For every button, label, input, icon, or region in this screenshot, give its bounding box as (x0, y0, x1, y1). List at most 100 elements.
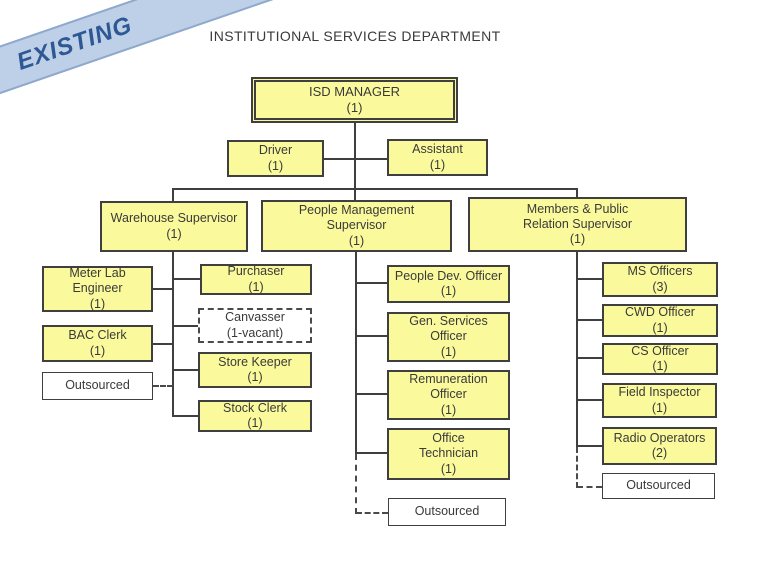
node-count: (1) (429, 157, 446, 172)
connector-line (153, 343, 173, 345)
node-title: Store Keeper (218, 354, 292, 369)
node-count: (1) (247, 370, 263, 384)
node-title: Members & Public (526, 201, 629, 216)
node-title: MS Officers (627, 264, 693, 279)
node-count: (1) (248, 279, 264, 294)
node-count: (1) (247, 416, 263, 430)
connector-line (576, 188, 578, 198)
org-node-people-management-supervisor: People Management Supervisor (1) (261, 200, 452, 252)
node-title: Supervisor (326, 218, 387, 233)
node-title: Outsourced (626, 478, 691, 493)
org-node-stock-clerk: Stock Clerk (1) (198, 400, 312, 432)
connector-line (174, 369, 198, 371)
org-node-assistant: Assistant (1) (387, 139, 488, 176)
connector-line (357, 393, 387, 395)
connector-line-dashed (576, 447, 578, 488)
node-title: Remuneration (409, 372, 488, 387)
connector-line (357, 335, 387, 337)
node-title: Outsourced (65, 378, 130, 393)
connector-line (354, 123, 356, 200)
node-title: Technician (418, 446, 479, 461)
node-count: (2) (651, 446, 668, 460)
node-count: (1) (652, 320, 668, 335)
connector-line (174, 415, 198, 417)
node-count: (1) (652, 359, 668, 373)
node-count: (1) (440, 402, 457, 417)
connector-line (578, 319, 602, 321)
org-node-people-dev-officer: People Dev. Officer (1) (387, 265, 510, 303)
node-title: Meter Lab (69, 266, 126, 281)
connector-line (324, 158, 387, 160)
org-node-cwd-officer: CWD Officer (1) (602, 304, 718, 337)
node-title: BAC Clerk (68, 328, 127, 343)
node-count: (1) (651, 400, 668, 415)
node-title: People Management (298, 203, 415, 218)
org-node-members-public-relation-supervisor: Members & Public Relation Supervisor (1) (468, 197, 687, 252)
org-node-canvasser-vacant: Canvasser (1-vacant) (198, 308, 312, 343)
existing-ribbon-label: EXISTING (13, 11, 136, 76)
node-count: (1) (89, 296, 106, 311)
connector-line (172, 188, 174, 202)
connector-line-dashed (153, 385, 173, 387)
org-node-remuneration-officer: Remuneration Officer (1) (387, 370, 510, 420)
page-title: INSTITUTIONAL SERVICES DEPARTMENT (209, 28, 501, 44)
node-count: (1) (348, 233, 365, 248)
node-title: CS Officer (631, 343, 689, 358)
org-node-ms-officers: MS Officers (3) (602, 262, 718, 297)
org-node-field-inspector: Field Inspector (1) (602, 383, 717, 418)
connector-line (578, 445, 602, 447)
node-title: Radio Operators (613, 430, 706, 445)
node-title: Field Inspector (618, 385, 701, 400)
node-title: Officer (430, 387, 467, 402)
connector-line (576, 252, 578, 447)
node-count: (1) (440, 344, 457, 359)
org-node-outsourced-warehouse: Outsourced (42, 372, 153, 400)
node-count: (1) (166, 226, 182, 241)
connector-line (174, 325, 198, 327)
node-title: Assistant (412, 142, 463, 157)
node-count: (1) (89, 343, 106, 358)
connector-line (578, 399, 602, 401)
org-node-store-keeper: Store Keeper (1) (198, 352, 312, 388)
connector-line-dashed (355, 454, 357, 514)
node-count: (1) (346, 100, 363, 115)
connector-line (357, 282, 387, 284)
node-title: People Dev. Officer (394, 268, 503, 283)
connector-line (174, 278, 200, 280)
node-count: (1) (569, 232, 586, 247)
org-node-outsourced-people-management: Outsourced (388, 498, 506, 526)
org-node-meter-lab-engineer: Meter Lab Engineer (1) (42, 266, 153, 312)
connector-line (153, 288, 173, 290)
connector-line (172, 188, 578, 190)
node-title: Engineer (72, 281, 123, 296)
node-title: CWD Officer (625, 305, 695, 320)
org-node-gen-services-officer: Gen. Services Officer (1) (387, 312, 510, 362)
connector-line (578, 278, 602, 280)
connector-line (578, 357, 602, 359)
node-title: Relation Supervisor (522, 216, 633, 231)
org-node-office-technician: Office Technician (1) (387, 428, 510, 480)
node-title: Gen. Services (409, 314, 488, 329)
node-title: Canvasser (225, 310, 285, 325)
node-title: ISD MANAGER (308, 84, 400, 100)
org-node-cs-officer: CS Officer (1) (602, 343, 718, 375)
node-title: Purchaser (227, 264, 285, 279)
org-node-purchaser: Purchaser (1) (200, 264, 312, 295)
node-title: Officer (430, 329, 467, 344)
org-node-radio-operators: Radio Operators (2) (602, 427, 717, 465)
node-title: Warehouse Supervisor (110, 211, 238, 226)
node-count: (1) (440, 284, 457, 298)
org-node-isd-manager: ISD MANAGER (1) (251, 77, 458, 123)
connector-line-dashed (356, 512, 388, 514)
node-title: Driver (258, 143, 293, 158)
org-node-driver: Driver (1) (227, 140, 324, 177)
connector-line (172, 252, 174, 417)
node-count: (1) (440, 461, 457, 476)
node-count: (1) (267, 158, 284, 173)
org-node-bac-clerk: BAC Clerk (1) (42, 325, 153, 362)
node-title: Stock Clerk (223, 400, 287, 415)
org-node-outsourced-members-public: Outsourced (602, 473, 715, 499)
connector-line (357, 452, 387, 454)
node-title: Office (432, 431, 465, 446)
